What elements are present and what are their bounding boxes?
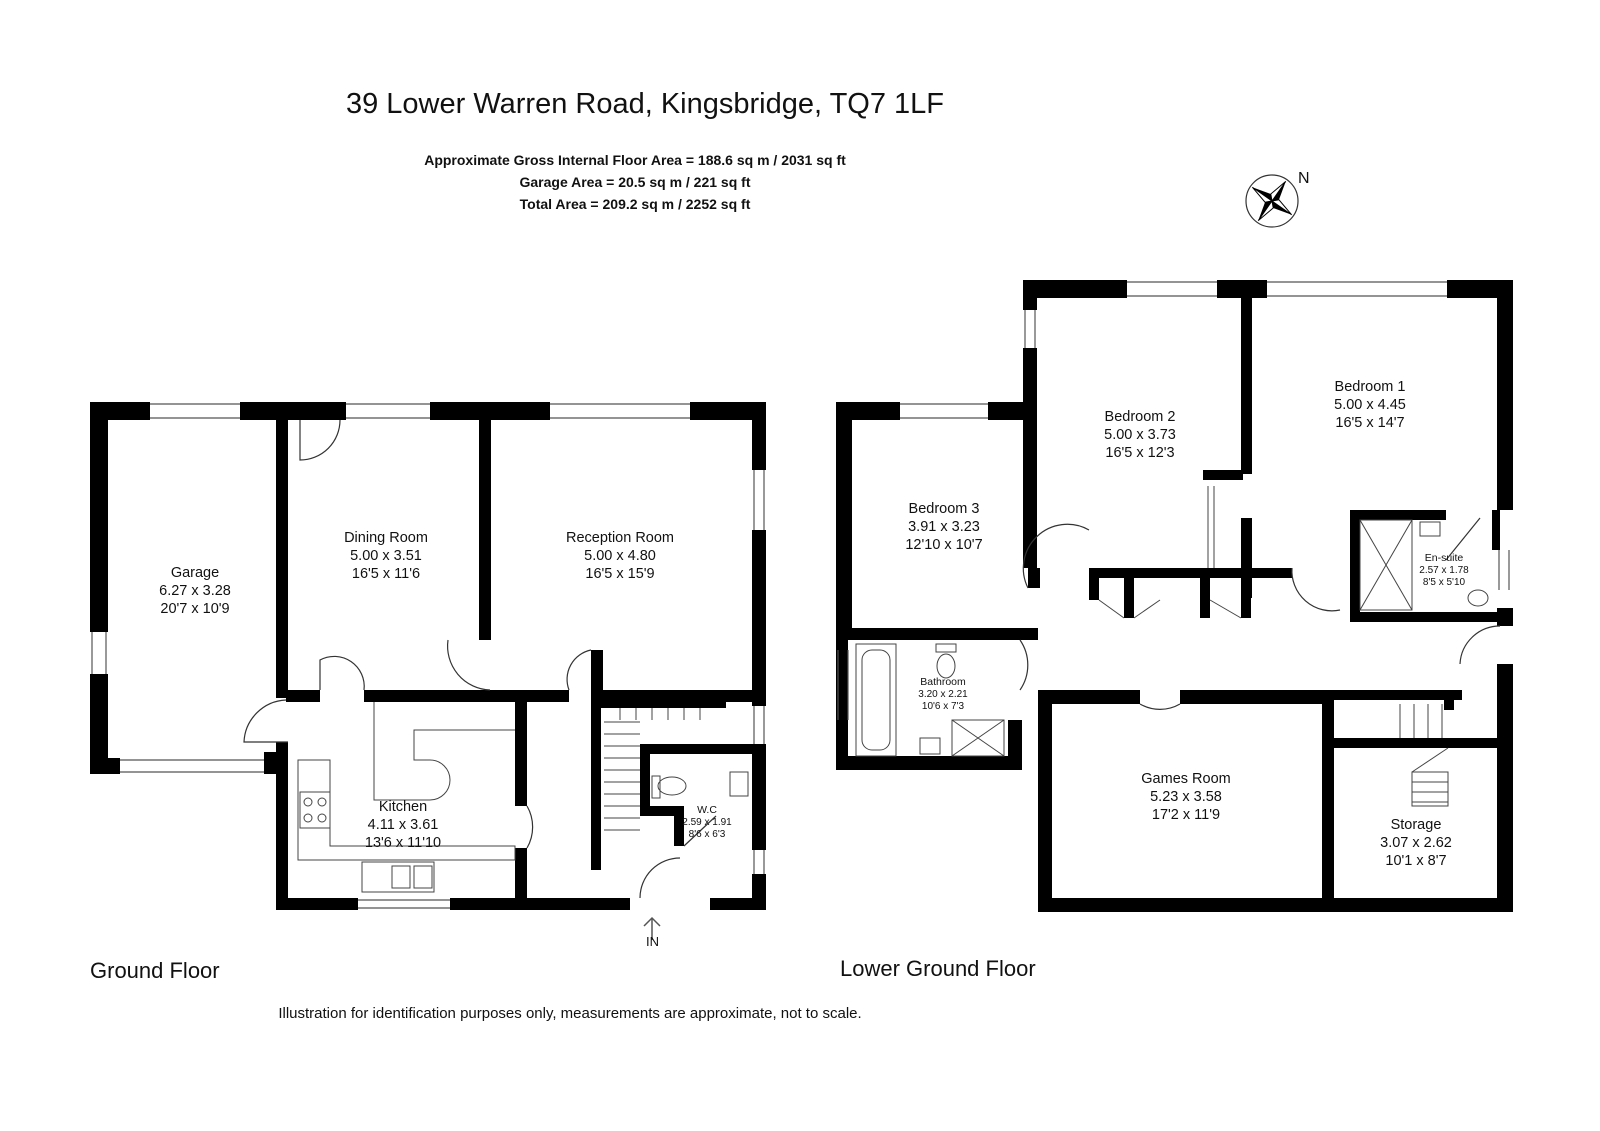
room-name: Bedroom 3 <box>908 501 980 517</box>
lower-ground-walls <box>836 280 1513 912</box>
gross-internal-area: Approximate Gross Internal Floor Area = … <box>424 152 846 168</box>
compass-north-label: N <box>1298 170 1310 187</box>
room-imperial: 10'1 x 8'7 <box>1385 853 1447 870</box>
total-area: Total Area = 209.2 sq m / 2252 sq ft <box>519 196 751 212</box>
room-name: W.C <box>697 804 717 816</box>
ground-floor-label: Ground Floor <box>90 958 220 983</box>
room-storage: Storage 3.07 x 2.62 10'1 x 8'7 <box>1380 816 1452 870</box>
door-swings <box>243 419 1501 899</box>
room-garage: Garage 6.27 x 3.28 20'7 x 10'9 <box>159 564 231 618</box>
property-title: 39 Lower Warren Road, Kingsbridge, TQ7 1… <box>345 88 945 120</box>
room-name: Garage <box>170 565 220 581</box>
garage-area: Garage Area = 20.5 sq m / 221 sq ft <box>519 174 751 190</box>
room-imperial: 8'6 x 6'3 <box>688 828 726 840</box>
room-metric: 5.00 x 4.80 <box>584 548 656 565</box>
room-imperial: 8'5 x 5'10 <box>1422 576 1466 588</box>
room-name: Bedroom 1 <box>1334 379 1406 395</box>
room-bedroom-2: Bedroom 2 5.00 x 3.73 16'5 x 12'3 <box>1104 408 1176 462</box>
entrance-arrow <box>643 916 661 940</box>
room-imperial: 12'10 x 10'7 <box>905 537 983 554</box>
room-name: Bathroom <box>920 676 966 688</box>
room-bathroom: Bathroom 3.20 x 2.21 10'6 x 7'3 <box>918 676 967 713</box>
room-dining: Dining Room 5.00 x 3.51 16'5 x 11'6 <box>344 529 428 583</box>
room-imperial: 20'7 x 10'9 <box>160 601 230 618</box>
room-metric: 5.00 x 3.51 <box>350 548 422 565</box>
room-bedroom-1: Bedroom 1 5.00 x 4.45 16'5 x 14'7 <box>1334 378 1406 432</box>
room-reception: Reception Room 5.00 x 4.80 16'5 x 15'9 <box>566 529 674 583</box>
room-metric: 5.23 x 3.58 <box>1150 789 1222 806</box>
room-metric: 3.91 x 3.23 <box>908 519 980 536</box>
ground-floor-walls <box>90 402 766 910</box>
room-name: Bedroom 2 <box>1104 409 1176 425</box>
disclaimer: Illustration for identification purposes… <box>278 1005 862 1022</box>
room-name: En-suite <box>1424 552 1464 564</box>
room-metric: 4.11 x 3.61 <box>367 817 439 834</box>
room-games: Games Room 5.23 x 3.58 17'2 x 11'9 <box>1141 770 1230 824</box>
entrance-label: IN <box>646 934 659 949</box>
room-metric: 5.00 x 3.73 <box>1104 427 1176 444</box>
room-wc: W.C 2.59 x 1.91 8'6 x 6'3 <box>682 804 731 841</box>
room-name: Reception Room <box>566 530 674 546</box>
room-name: Storage <box>1390 817 1442 833</box>
room-imperial: 17'2 x 11'9 <box>1151 807 1221 824</box>
room-imperial: 16'5 x 12'3 <box>1105 445 1175 462</box>
compass-rose-icon <box>1245 174 1299 228</box>
room-bedroom-3: Bedroom 3 3.91 x 3.23 12'10 x 10'7 <box>905 500 982 554</box>
fixtures <box>297 486 1489 893</box>
room-metric: 2.59 x 1.91 <box>682 816 732 828</box>
room-ensuite: En-suite 2.57 x 1.78 8'5 x 5'10 <box>1419 552 1468 589</box>
room-metric: 3.07 x 2.62 <box>1380 835 1452 852</box>
room-name: Kitchen <box>378 799 428 815</box>
room-imperial: 16'5 x 14'7 <box>1335 415 1405 432</box>
room-name: Games Room <box>1141 771 1231 787</box>
room-name: Dining Room <box>344 530 428 546</box>
room-metric: 3.20 x 2.21 <box>918 688 968 700</box>
room-imperial: 16'5 x 11'6 <box>351 566 421 583</box>
room-imperial: 16'5 x 15'9 <box>585 566 655 583</box>
room-metric: 2.57 x 1.78 <box>1419 564 1469 576</box>
lower-ground-floor-label: Lower Ground Floor <box>840 956 1036 981</box>
room-metric: 5.00 x 4.45 <box>1334 397 1406 414</box>
room-imperial: 10'6 x 7'3 <box>921 700 965 712</box>
windows <box>91 281 1510 909</box>
room-kitchen: Kitchen 4.11 x 3.61 13'6 x 11'10 <box>365 798 441 852</box>
room-imperial: 13'6 x 11'10 <box>364 835 442 852</box>
room-metric: 6.27 x 3.28 <box>159 583 231 600</box>
